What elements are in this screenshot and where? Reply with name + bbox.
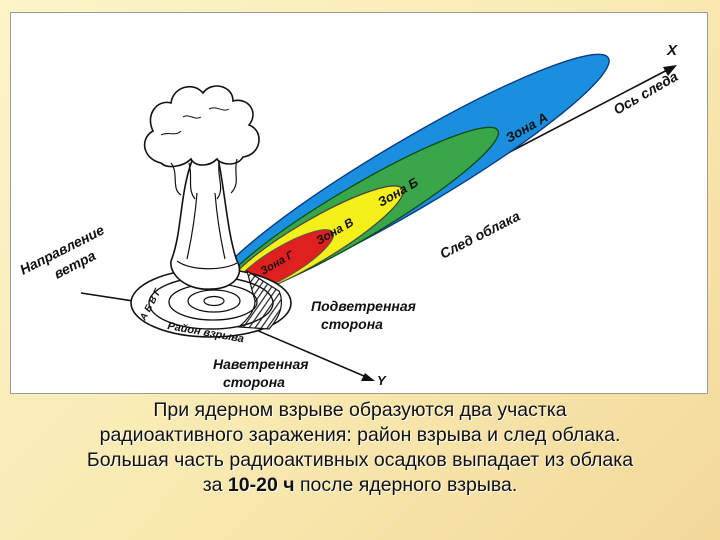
windward-side-label-2: сторона bbox=[223, 374, 285, 390]
axis-y-label: Y bbox=[377, 373, 387, 388]
leeward-side-label-1: Подветренная bbox=[311, 298, 416, 314]
caption-line-2: радиоактивного заражения: район взрыва и… bbox=[20, 423, 700, 448]
diagram-svg: А Б В Г X Y Ось следа Зона А Зона Б Зона… bbox=[11, 13, 707, 393]
y-arrow bbox=[361, 373, 375, 381]
cloud-trace-label: След облака bbox=[437, 207, 523, 261]
caption-line-4-post: после ядерного взрыва. bbox=[295, 474, 518, 496]
contamination-diagram: А Б В Г X Y Ось следа Зона А Зона Б Зона… bbox=[10, 12, 708, 394]
caption-line-4-pre: за bbox=[203, 474, 228, 496]
trace-axis-label: Ось следа bbox=[611, 68, 681, 118]
leeward-side-label-2: сторона bbox=[321, 316, 383, 332]
windward-side-label-1: Наветренная bbox=[213, 356, 309, 372]
caption-time-range: 10-20 ч bbox=[228, 474, 295, 496]
caption-line-3: Большая часть радиоактивных осадков выпа… bbox=[20, 448, 700, 473]
axis-x-label: X bbox=[666, 42, 678, 59]
caption-line-4: за 10-20 ч после ядерного взрыва. bbox=[20, 473, 700, 498]
caption-line-1: При ядерном взрыве образуются два участк… bbox=[20, 398, 700, 423]
caption: При ядерном взрыве образуются два участк… bbox=[20, 398, 700, 498]
